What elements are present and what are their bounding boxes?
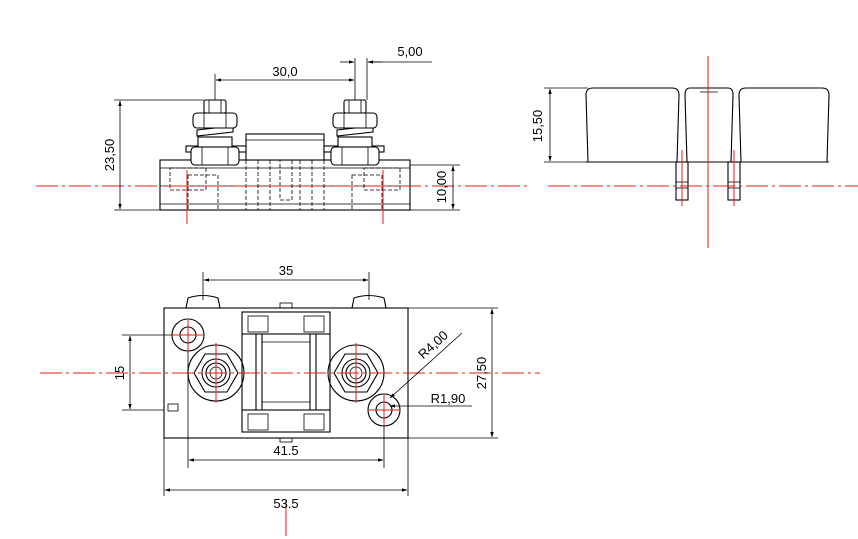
side-view: 15,50: [530, 56, 858, 248]
dim-base-height: 10,00: [434, 171, 449, 204]
dim-terminal-spacing: 30,0: [272, 64, 297, 79]
dim-cover-height: 15,50: [530, 110, 545, 143]
dim-overall-height: 23,50: [102, 139, 117, 172]
dim-stud-width: 5,00: [397, 44, 422, 59]
dim-stud-spacing: 35: [279, 263, 293, 278]
dim-overall-length: 53.5: [273, 496, 298, 511]
dim-hole-offset: 15: [112, 366, 127, 380]
top-view: 35 15 R4,00 R1,90 27,50 41.5 53.5: [40, 263, 540, 536]
dim-radius-hole: R1,90: [431, 391, 466, 406]
dim-depth: 27,50: [474, 357, 489, 390]
front-view: 23,50 30,0 5,00 10,00: [36, 44, 530, 224]
dim-radius-outer: R4,00: [415, 327, 451, 361]
dim-hole-spacing: 41.5: [273, 443, 298, 458]
